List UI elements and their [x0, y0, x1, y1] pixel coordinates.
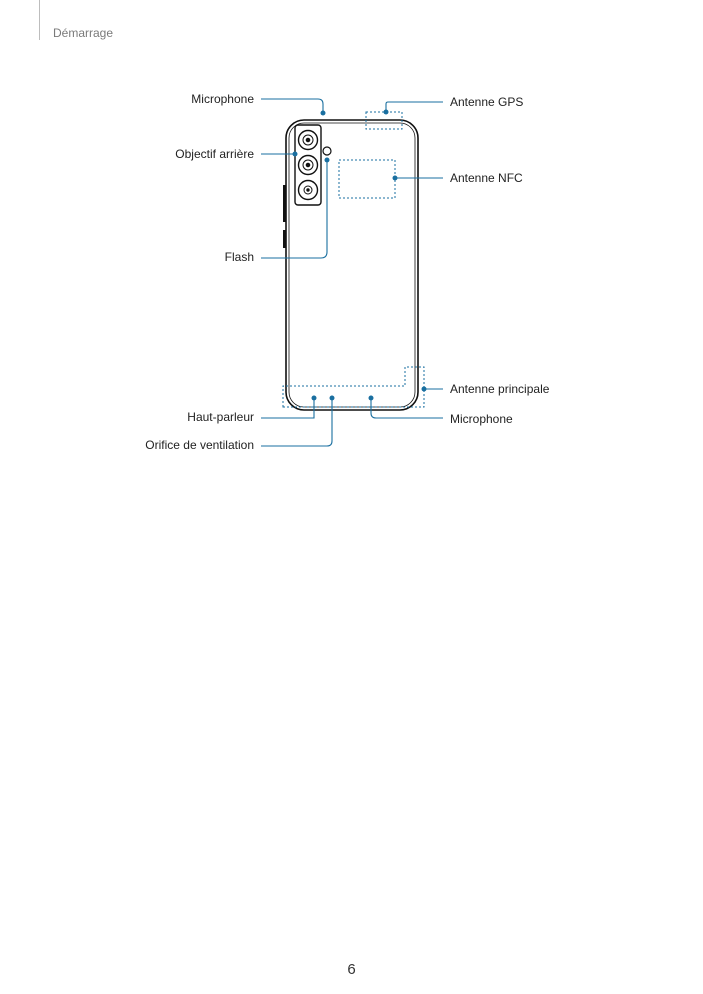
label-microphone-top: Microphone: [191, 92, 254, 106]
label-gps-antenna: Antenne GPS: [450, 95, 524, 109]
label-flash: Flash: [224, 250, 254, 264]
callout-lines: [261, 98, 443, 447]
header-divider: [39, 0, 40, 40]
callout-dots: [292, 109, 427, 401]
label-nfc-antenna: Antenne NFC: [450, 171, 523, 185]
camera-module: [294, 124, 322, 206]
section-title: Démarrage: [53, 26, 114, 40]
side-buttons: [283, 185, 286, 248]
label-main-antenna: Antenne principale: [450, 382, 550, 396]
label-vent: Orifice de ventilation: [145, 438, 254, 452]
label-microphone-bottom: Microphone: [450, 412, 513, 426]
nfc-antenna-area: [338, 159, 396, 199]
label-speaker: Haut-parleur: [187, 410, 254, 424]
flash-icon: [322, 146, 332, 156]
main-antenna-area: [282, 366, 425, 408]
phone-outline: [285, 119, 419, 411]
label-rear-camera: Objectif arrière: [175, 147, 254, 161]
page-number: 6: [347, 961, 356, 978]
